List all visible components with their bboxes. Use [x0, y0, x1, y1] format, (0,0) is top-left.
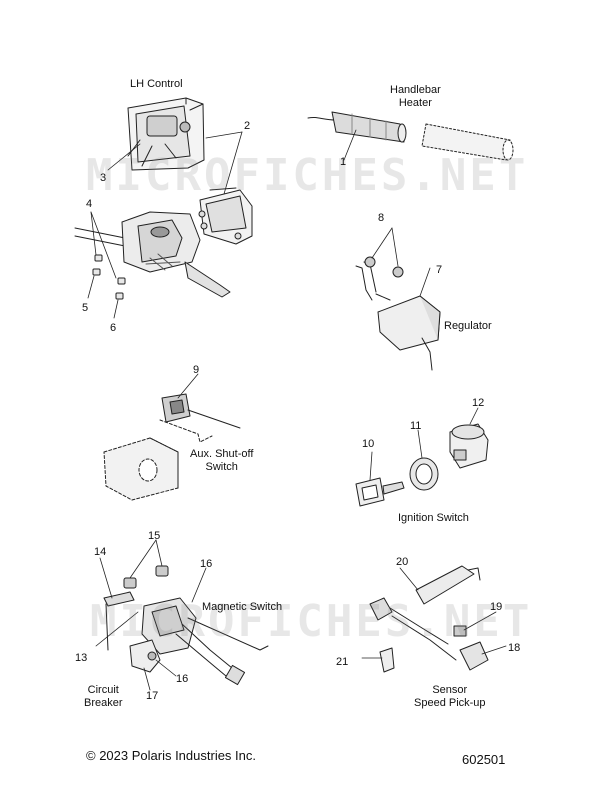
callout-20: 20	[396, 556, 409, 568]
copyright-notice: © 2023 Polaris Industries Inc.	[86, 748, 256, 763]
label-handlebar-heater-line2: Heater	[398, 97, 432, 109]
label-lh-control: LH Control	[130, 78, 183, 90]
callout-6: 6	[110, 322, 117, 334]
callout-16b: 16	[176, 673, 189, 685]
watermark: MICROFICHES.NET	[90, 596, 533, 647]
callout-12: 12	[472, 397, 485, 409]
label-aux-shutoff-line2: Switch	[205, 461, 238, 473]
diagram-number: 602501	[462, 752, 506, 767]
callout-5: 5	[82, 302, 89, 314]
label-magnetic-switch: Magnetic Switch	[202, 601, 283, 613]
label-speed-sensor-line2: Speed Pick-up	[414, 697, 486, 709]
speed-sensor-drawing	[369, 565, 489, 673]
label-handlebar-heater: Handlebar Heater	[390, 84, 441, 110]
magnetic-switch-drawing	[103, 565, 269, 686]
callout-21: 21	[336, 656, 349, 668]
label-aux-shutoff-line1: Aux. Shut-off	[190, 448, 254, 460]
handlebar-heater-drawing	[307, 111, 514, 161]
callout-2: 2	[244, 120, 251, 132]
callout-14: 14	[94, 546, 107, 558]
label-regulator: Regulator	[444, 320, 492, 332]
callout-19: 19	[490, 601, 503, 613]
callout-16a: 16	[200, 558, 213, 570]
label-ignition-switch: Ignition Switch	[398, 512, 469, 524]
callout-7: 7	[436, 264, 443, 276]
aux-shutoff-switch-drawing	[103, 393, 241, 501]
label-speed-sensor-line1: Sensor	[432, 684, 468, 696]
callout-11: 11	[410, 420, 422, 432]
label-circuit-breaker-line2: Breaker	[84, 697, 123, 709]
lh-control-assembly-drawing	[74, 187, 253, 300]
callout-13: 13	[75, 652, 88, 664]
ignition-switch-drawing	[355, 423, 489, 507]
callout-3: 3	[100, 172, 107, 184]
watermark: MICROFICHES.NET	[86, 150, 529, 201]
callout-8: 8	[378, 212, 385, 224]
callout-1: 1	[340, 156, 347, 168]
regulator-drawing	[355, 256, 441, 371]
callout-17: 17	[146, 690, 159, 702]
label-circuit-breaker: Circuit Breaker	[84, 684, 123, 710]
callout-10: 10	[362, 438, 375, 450]
leader-lines	[87, 129, 507, 691]
callout-4: 4	[86, 198, 93, 210]
label-circuit-breaker-line1: Circuit	[87, 684, 119, 696]
label-speed-sensor: Sensor Speed Pick-up	[414, 684, 486, 710]
callout-18: 18	[508, 642, 521, 654]
callout-15: 15	[148, 530, 161, 542]
label-aux-shutoff-switch: Aux. Shut-off Switch	[190, 448, 253, 474]
label-handlebar-heater-line1: Handlebar	[390, 84, 441, 96]
callout-9: 9	[193, 364, 200, 376]
